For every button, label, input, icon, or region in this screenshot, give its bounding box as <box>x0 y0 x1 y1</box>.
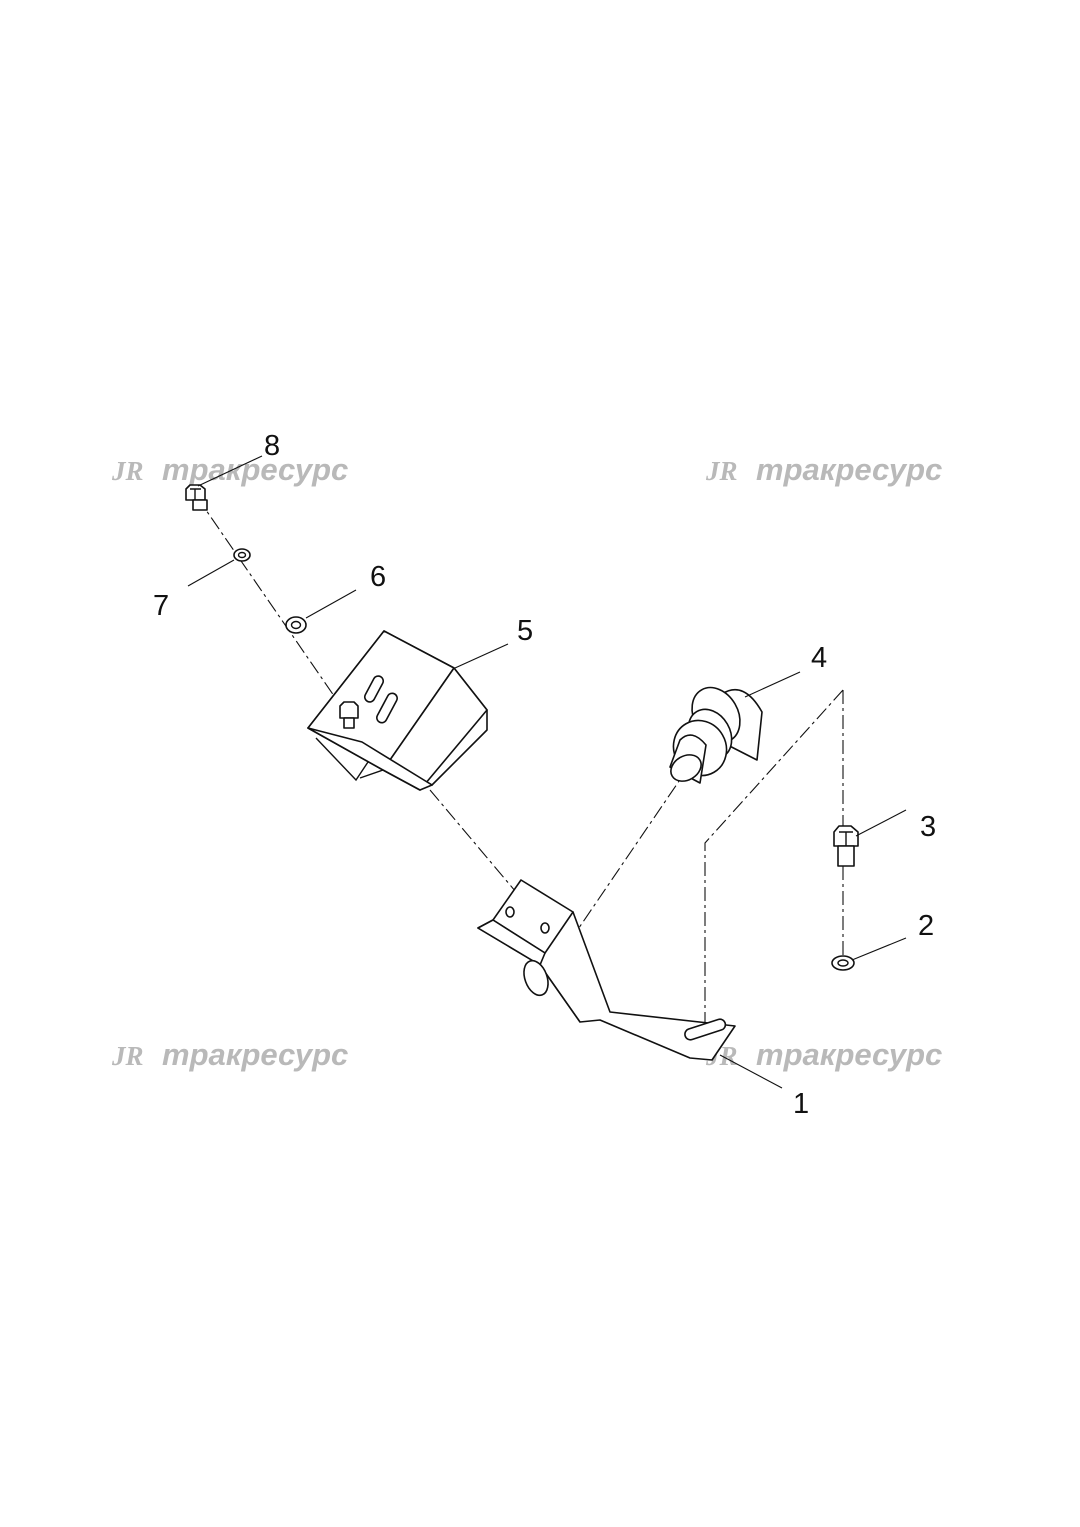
watermark-logo: JR <box>705 456 738 486</box>
axis-bolt-3-to-slot <box>704 689 844 1030</box>
leader-1 <box>719 1054 783 1089</box>
watermark-logo: JR <box>111 456 144 486</box>
callout-numbers: 1 2 3 4 5 6 7 8 <box>153 430 936 1120</box>
leader-7 <box>187 559 235 587</box>
leader-4 <box>744 671 801 698</box>
leader-5 <box>454 643 509 669</box>
watermark-logo: JR <box>111 1041 144 1071</box>
bolt-8 <box>185 484 208 511</box>
watermark-top-right: JR тракресурс <box>705 452 942 487</box>
washer-6 <box>285 616 307 634</box>
washer-7 <box>233 548 251 562</box>
watermark-bottom-right: JR тракресурс <box>705 1037 942 1072</box>
axis-sensor-to-plate <box>539 764 691 986</box>
callout-7: 7 <box>153 590 169 622</box>
axis-bolt-8-to-bracket-5 <box>196 496 353 723</box>
callout-4: 4 <box>811 642 827 674</box>
washer-2 <box>831 955 855 971</box>
sensor-4 <box>669 686 763 784</box>
watermark-text: тракресурс <box>162 1037 348 1072</box>
callout-3: 3 <box>920 811 936 843</box>
bracket-5 <box>307 630 488 791</box>
leader-lines <box>187 455 907 1089</box>
watermark-text: тракресурс <box>756 452 942 487</box>
watermark-text: тракресурс <box>756 1037 942 1072</box>
leader-8 <box>197 455 263 487</box>
leader-6 <box>305 589 357 619</box>
callout-1: 1 <box>793 1088 809 1120</box>
callout-5: 5 <box>517 615 533 647</box>
bolt-3 <box>833 825 859 867</box>
watermark-text: тракресурс <box>162 452 348 487</box>
callout-2: 2 <box>918 910 934 942</box>
watermark-top-left: JR тракресурс <box>111 452 348 487</box>
callout-8: 8 <box>264 430 280 462</box>
callout-6: 6 <box>370 561 386 593</box>
mounting-plate-1 <box>477 879 736 1061</box>
leader-3 <box>855 809 907 837</box>
watermark-bottom-left: JR тракресурс <box>111 1037 348 1072</box>
leader-2 <box>851 937 907 961</box>
